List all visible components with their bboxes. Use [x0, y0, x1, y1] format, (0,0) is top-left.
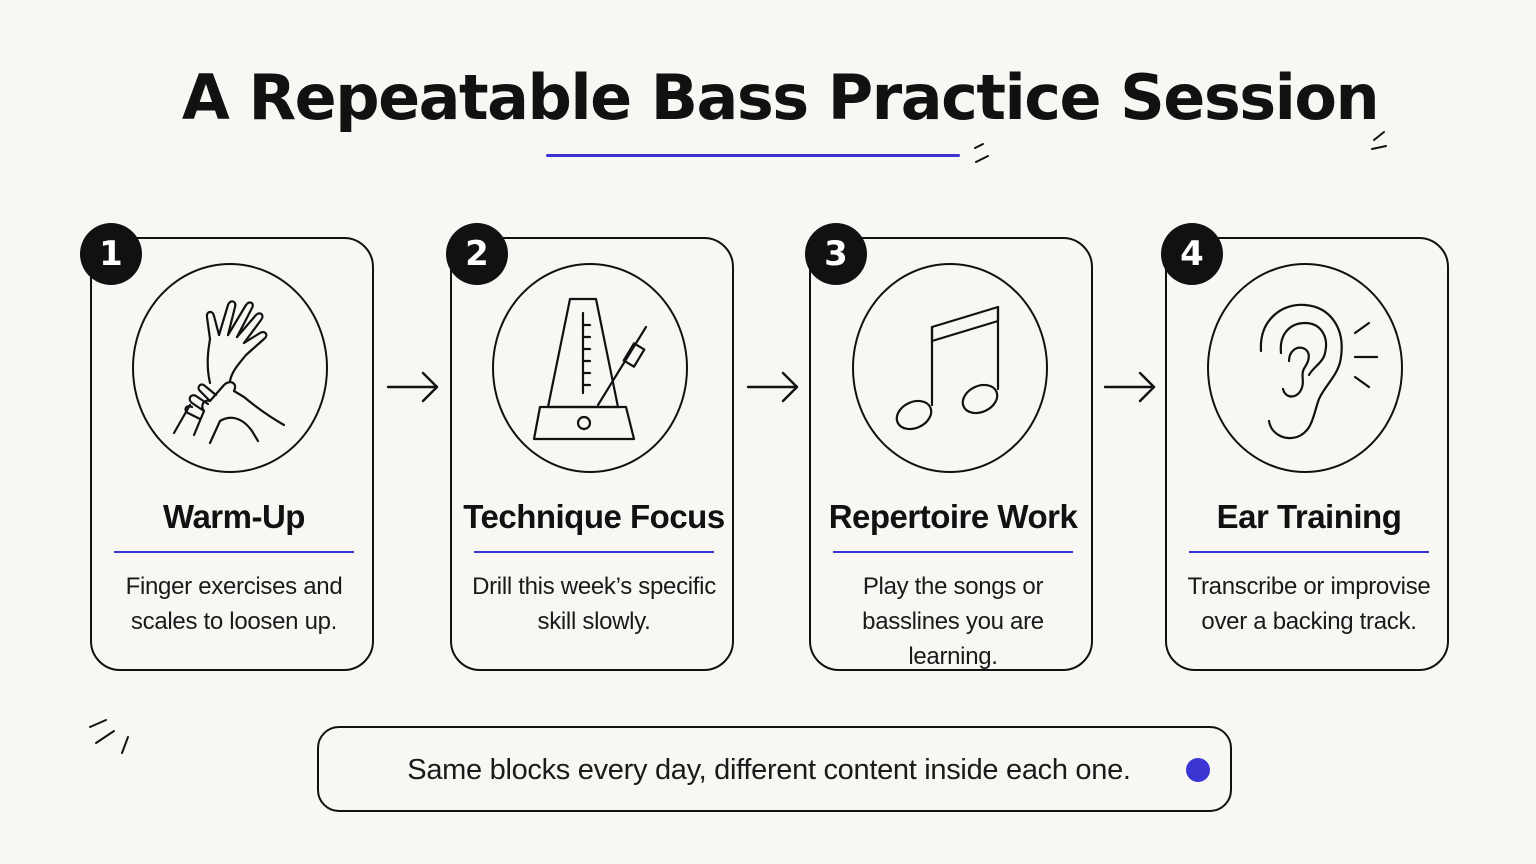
- step-title-underline: [1189, 551, 1429, 553]
- metronome-icon: [532, 297, 648, 441]
- accent-dot-icon: [1186, 758, 1210, 782]
- summary-text: Same blocks every day, different content…: [407, 754, 1131, 786]
- icon-circle: [132, 263, 328, 473]
- step-description: Finger exercises and scales to loosen up…: [125, 573, 343, 635]
- ear-icon: [1259, 303, 1379, 440]
- step-title: Warm-Up: [163, 498, 305, 535]
- step-description: Drill this week’s specific skill slowly.: [472, 573, 716, 635]
- icon-circle: [492, 263, 688, 473]
- step-title: Technique Focus: [463, 498, 725, 535]
- step-title: Repertoire Work: [828, 498, 1078, 535]
- sparkle-strokes-icon: [1371, 131, 1387, 150]
- icon-circle: [852, 263, 1048, 473]
- step-number-badge: 2: [446, 223, 508, 285]
- sparkle-strokes-icon: [974, 143, 989, 163]
- arrow-right-icon: [386, 371, 439, 403]
- step-number-badge: 3: [805, 223, 867, 285]
- step-title-underline: [474, 551, 714, 553]
- step-number-badge: 1: [80, 223, 142, 285]
- step-card-ear-training: 4 Ear Training Transcribe or improvise o…: [1161, 223, 1449, 671]
- step-description: Play the songs or basslines you are lear…: [862, 573, 1044, 670]
- page-title: A Repeatable Bass Practice Session: [181, 61, 1380, 134]
- step-title-underline: [833, 551, 1073, 553]
- sparkle-strokes-icon: [89, 719, 129, 754]
- summary-banner: Same blocks every day, different content…: [317, 726, 1232, 812]
- step-number-badge: 4: [1161, 223, 1223, 285]
- step-card-technique-focus: 2 Technique Focus Drill this week’s spec…: [446, 223, 734, 671]
- music-note-icon: [895, 305, 1000, 431]
- stretching-hands-icon: [172, 300, 286, 445]
- step-description: Transcribe or improvise over a backing t…: [1187, 573, 1431, 635]
- arrow-right-icon: [1103, 371, 1156, 403]
- step-card-repertoire-work: 3 Repertoire Work Play the songs or bass…: [805, 223, 1093, 671]
- arrow-right-icon: [746, 371, 799, 403]
- step-title: Ear Training: [1216, 498, 1402, 535]
- title-underline: [546, 154, 960, 157]
- step-card-warm-up: 1 Warm-Up Finger exercises and scales to…: [80, 223, 374, 671]
- step-title-underline: [114, 551, 354, 553]
- icon-circle: [1207, 263, 1403, 473]
